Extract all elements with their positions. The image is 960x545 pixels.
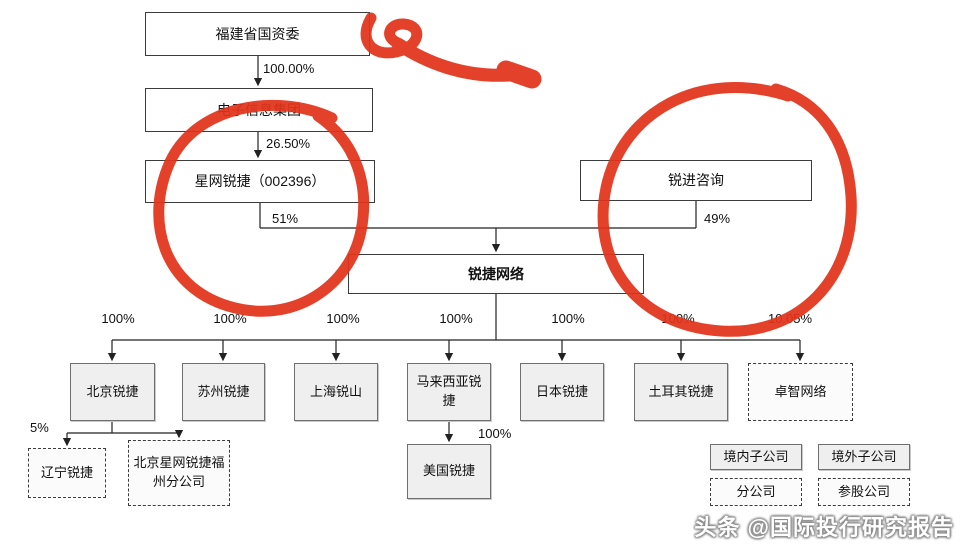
pct-japan: 100%: [551, 311, 585, 326]
pct-turkey: 100%: [661, 311, 695, 326]
node-usa-ruijie: 美国锐捷: [407, 444, 491, 499]
node-label: 马来西亚锐捷: [416, 374, 482, 408]
pct-malaysia-usa: 100%: [478, 426, 512, 441]
red-swoosh-tip-icon: [496, 60, 542, 89]
red-squiggle-icon: [360, 12, 423, 59]
pct-zhuozhi: 10.05%: [767, 311, 813, 326]
pct-beijing-liaoning: 5%: [30, 420, 49, 435]
node-label: 北京锐捷: [86, 383, 139, 399]
node-label: 上海锐山: [309, 383, 362, 399]
pct-sasac-group: 100.00%: [263, 61, 315, 76]
node-liaoning-ruijie: 辽宁锐捷: [28, 448, 106, 498]
node-label: 卓智网络: [774, 383, 827, 399]
node-japan-ruijie: 日本锐捷: [520, 363, 604, 421]
pct-starnet-ruijie: 51%: [272, 211, 299, 226]
node-label: 锐进咨询: [668, 172, 724, 189]
node-label: 美国锐捷: [422, 463, 475, 479]
node-label: 辽宁锐捷: [40, 464, 93, 480]
red-circle-left-icon: [153, 99, 370, 317]
node-label: 星网锐捷（002396）: [194, 173, 326, 190]
pct-malaysia: 100%: [439, 311, 473, 326]
pct-beijing: 100%: [101, 311, 135, 326]
legend-equity-participation: 参股公司: [818, 478, 910, 506]
node-suzhou-ruijie: 苏州锐捷: [182, 363, 265, 421]
node-electronic-info-group: 电子信息集团: [145, 88, 373, 132]
node-shanghai-ruishan: 上海锐山: [294, 363, 378, 421]
node-starnet-ruijie-listed: 星网锐捷（002396）: [145, 160, 375, 203]
legend-label: 参股公司: [837, 483, 890, 499]
node-label: 福建省国资委: [215, 25, 300, 42]
node-ruijin-consulting: 锐进咨询: [580, 160, 812, 201]
node-label: 北京星网锐捷福州分公司: [133, 455, 225, 489]
pct-ruijin-ruijie: 49%: [704, 211, 731, 226]
node-label: 土耳其锐捷: [648, 383, 714, 399]
legend-label: 境外子公司: [831, 448, 897, 464]
pct-shanghai: 100%: [326, 311, 360, 326]
legend-branch-company: 分公司: [710, 478, 802, 506]
legend-label: 境内子公司: [723, 448, 789, 464]
legend-label: 分公司: [736, 483, 776, 499]
node-label: 苏州锐捷: [197, 383, 250, 399]
node-ruijie-networks: 锐捷网络: [348, 254, 644, 294]
pct-group-starnet: 26.50%: [266, 136, 311, 151]
node-beijing-starnet-fuzhou-branch: 北京星网锐捷福州分公司: [128, 440, 230, 506]
node-turkey-ruijie: 土耳其锐捷: [634, 363, 728, 421]
red-swoosh-icon: [391, 37, 527, 82]
legend-domestic-subsidiary: 境内子公司: [710, 444, 802, 470]
legend-overseas-subsidiary: 境外子公司: [818, 444, 910, 470]
node-fujian-sasac: 福建省国资委: [145, 12, 370, 56]
node-malaysia-ruijie: 马来西亚锐捷: [407, 363, 491, 421]
node-label: 电子信息集团: [217, 101, 301, 118]
node-label: 锐捷网络: [468, 265, 524, 282]
node-beijing-ruijie: 北京锐捷: [70, 363, 155, 421]
node-zhuozhi-network: 卓智网络: [748, 363, 853, 421]
node-label: 日本锐捷: [535, 383, 588, 399]
pct-suzhou: 100%: [213, 311, 247, 326]
red-circle-right-icon: [597, 82, 857, 337]
watermark-text: 头条 @国际投行研究报告: [694, 515, 954, 540]
